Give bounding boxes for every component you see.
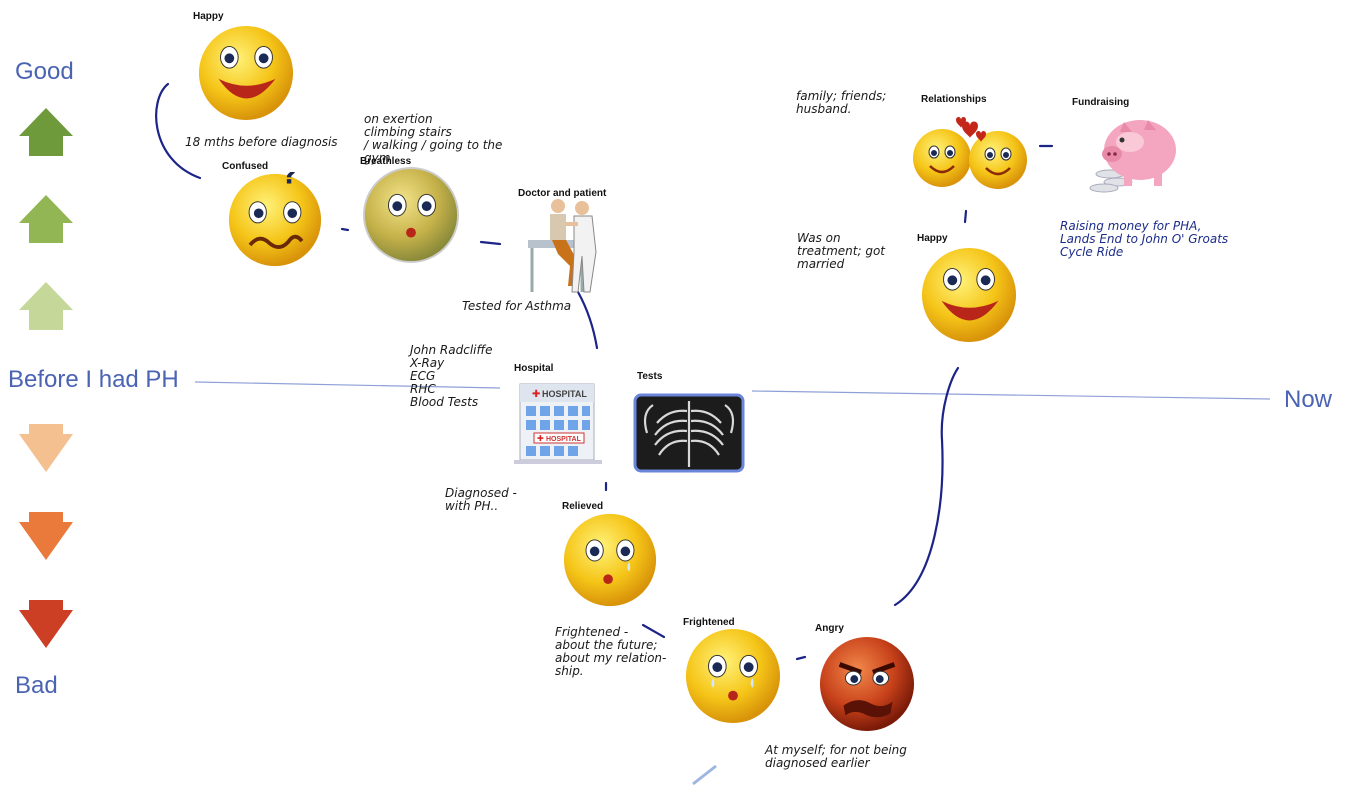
note-diagnosed: Diagnosed - with PH.. xyxy=(445,486,517,513)
caption-relationships: Relationships xyxy=(921,94,987,105)
note-tests-list: John Radcliffe X-Ray ECG RHC Blood Tests xyxy=(410,343,493,409)
svg-text:✚: ✚ xyxy=(537,434,544,443)
caption-relieved: Relieved xyxy=(562,501,604,512)
axis-before-label: Before I had PH xyxy=(8,366,179,393)
confused-face-icon: ? xyxy=(227,172,323,268)
note-family: family; friends; husband. xyxy=(796,89,887,116)
up-arrow-icon xyxy=(19,195,73,243)
hospital-sign-1: HOSPITAL xyxy=(542,389,587,399)
note-treatment: Was on treatment; got married xyxy=(797,231,885,271)
note-frightened: Frightened - about the future; about my … xyxy=(555,625,667,678)
frightened-to-angry-line xyxy=(795,655,807,661)
caption-angry: Angry xyxy=(815,623,844,634)
caption-happy-2: Happy xyxy=(917,233,948,244)
up-arrow-icon xyxy=(19,108,73,156)
breathless-to-doctor-line xyxy=(479,240,502,246)
frightened-face-icon xyxy=(684,627,782,725)
xray-icon xyxy=(633,393,745,473)
up-arrow-icon xyxy=(19,282,73,330)
caption-frightened: Frightened xyxy=(683,617,735,628)
happy-to-relationships-line xyxy=(963,209,968,224)
angry-to-happy-line xyxy=(893,366,960,607)
doctor-patient-icon xyxy=(522,196,614,296)
svg-text:?: ? xyxy=(283,172,297,190)
note-before-diagnosis: 18 mths before diagnosis xyxy=(185,135,338,149)
breathless-face-icon xyxy=(362,166,460,264)
pen-mark xyxy=(692,764,717,786)
doctor-to-hospital-line xyxy=(576,290,599,350)
love-faces-icon xyxy=(912,116,1030,190)
note-fundraising: Raising money for PHA, Lands End to John… xyxy=(1060,219,1229,259)
baseline-axis-right xyxy=(751,390,1271,400)
scale-good-label: Good xyxy=(15,58,74,85)
hospital-sign-2: HOSPITAL xyxy=(546,436,582,443)
axis-now-label: Now xyxy=(1284,386,1333,413)
confused-to-breathless-line xyxy=(340,227,350,232)
caption-breathless: Breathless xyxy=(360,156,412,167)
baseline-axis-left xyxy=(194,381,501,389)
down-arrow-icon xyxy=(19,600,73,648)
caption-confused: Confused xyxy=(222,161,269,172)
caption-fundraising: Fundraising xyxy=(1072,97,1130,108)
piggy-bank-icon xyxy=(1074,110,1184,198)
relieved-to-frightened-line xyxy=(641,623,666,639)
happy-face-icon xyxy=(197,24,295,122)
relieved-face-icon xyxy=(562,512,658,608)
caption-happy-1: Happy xyxy=(193,11,224,22)
angry-face-icon xyxy=(818,635,916,733)
happy-to-confused-line xyxy=(155,82,202,180)
note-asthma: Tested for Asthma xyxy=(462,299,572,313)
caption-hospital: Hospital xyxy=(514,363,554,374)
down-arrow-icon xyxy=(19,424,73,472)
happy-face-icon xyxy=(920,246,1018,344)
mood-scale-arrows xyxy=(19,108,73,648)
svg-text:✚: ✚ xyxy=(532,389,540,400)
caption-doctor-patient: Doctor and patient xyxy=(518,188,607,199)
caption-tests: Tests xyxy=(637,371,663,382)
down-arrow-icon xyxy=(19,512,73,560)
note-exertion: on exertion climbing stairs / walking / … xyxy=(364,112,503,165)
hospital-icon: HOSPITAL ✚ HOSPITAL ✚ xyxy=(512,378,604,466)
scale-bad-label: Bad xyxy=(15,672,58,699)
note-angry: At myself; for not being diagnosed earli… xyxy=(765,743,907,770)
